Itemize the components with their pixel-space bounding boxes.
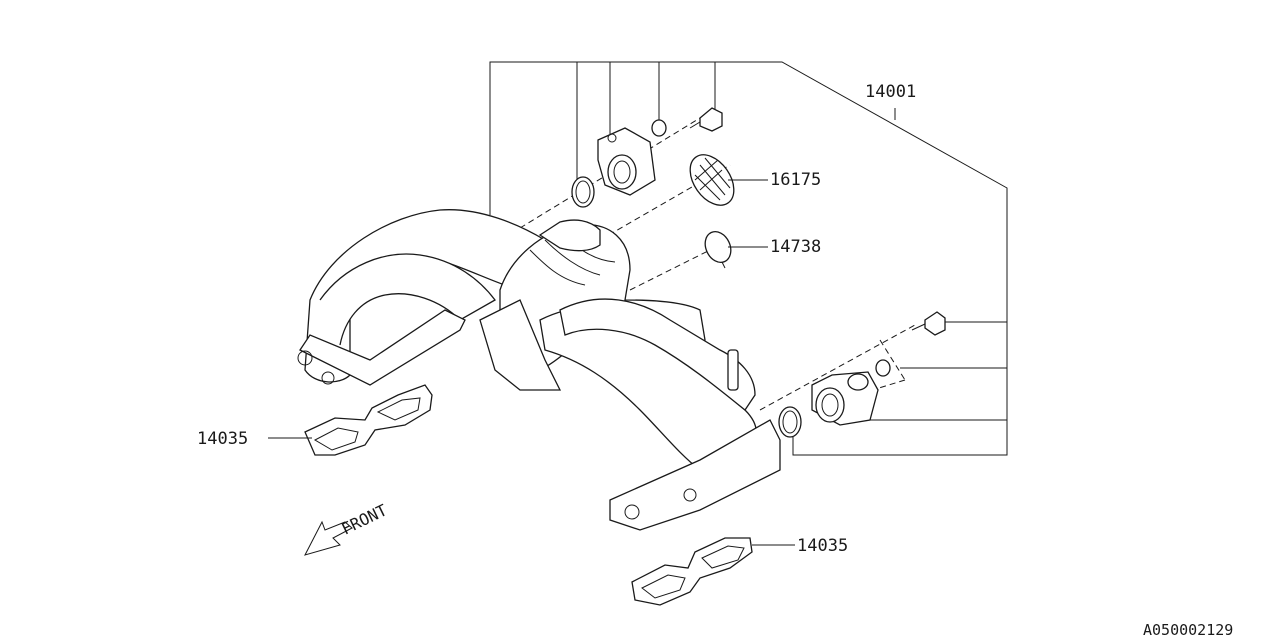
oring-14738	[704, 230, 732, 269]
front-label: FRONT	[338, 500, 390, 538]
gasket-14035-right	[631, 537, 753, 606]
bolt-lower	[911, 311, 946, 336]
oring-upper	[571, 176, 595, 208]
label-leaders	[268, 179, 795, 546]
throttle-body-upper	[597, 127, 656, 196]
collar-upper	[651, 119, 667, 137]
front-arrow-icon	[304, 520, 353, 556]
gasket-14035-left	[304, 384, 433, 456]
label-14001: 14001	[865, 82, 916, 102]
collar-lower	[875, 359, 891, 377]
throttle-body-lower	[811, 371, 879, 426]
oring-lower	[778, 406, 802, 438]
intake-manifold	[297, 209, 781, 531]
gasket-16175	[689, 154, 735, 206]
label-14035-left: 14035	[197, 429, 248, 449]
label-16175: 16175	[770, 170, 821, 190]
diagram-code: A050002129	[1143, 621, 1233, 639]
bolt-upper	[689, 107, 723, 132]
label-14035-right: 14035	[797, 536, 848, 556]
assembly-bracket	[489, 61, 1008, 456]
label-14738: 14738	[770, 237, 821, 257]
